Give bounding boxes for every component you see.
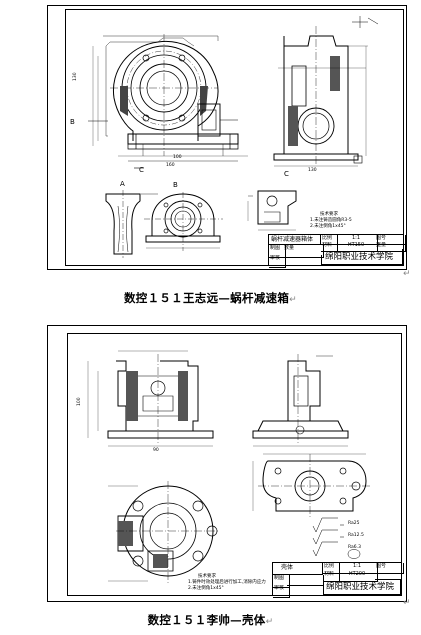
tech-notes-2: 技术要求 1.铸件时效处理后进行加工,消除内应力 2.未注倒角1x45°: [188, 574, 266, 592]
view-a: [105, 190, 141, 258]
svg-text:100: 100: [173, 154, 182, 160]
svg-text:90: 90: [153, 447, 159, 453]
drawing-sheet-1: 130 100 160 B C 130 A: [47, 5, 407, 270]
drawing-frame-2: [67, 333, 402, 596]
return-mark-1: ↵: [403, 269, 411, 279]
roughness-values-2: Ra25 Ra12.5 Ra6.3: [348, 521, 364, 550]
caption-1: 数控１５１王志远—蜗杆减速箱↵: [123, 291, 298, 305]
view-b-label: B: [173, 181, 178, 189]
section-label-b-left: B: [70, 118, 75, 126]
drawing-sheet-2: 90 100: [47, 325, 407, 602]
svg-text:100: 100: [76, 397, 82, 406]
tech-note-2-2: 2.未注倒角1x45°: [188, 586, 224, 591]
c-arrow-label: C: [139, 166, 144, 174]
school-name-1: 绵阳职业技术学院: [321, 249, 403, 265]
drawing-frame-1: [65, 9, 404, 266]
svg-text:130: 130: [308, 167, 317, 173]
tech-note-1-2: 2.未注倒角1x45°: [310, 224, 346, 229]
main-view-2: 90 100: [76, 350, 214, 453]
drawing-1-graphics: 130 100 160 B C 130 A: [70, 16, 379, 258]
svg-text:130: 130: [72, 72, 78, 81]
tech-notes-1: 技术要求 1.未注铸造圆角R3-5 2.未注倒角1x45°: [310, 212, 352, 230]
svg-text:160: 160: [166, 162, 175, 168]
tech-note-2-1: 1.铸件时效处理后进行加工,消除内应力: [188, 580, 266, 585]
title-block-2: 壳体 比例 1:1 图号 材料 HT200 制图 审核 绵阳职业技术学院: [272, 562, 404, 598]
view-c-label: C: [284, 170, 289, 178]
tech-note-1-1: 1.未注铸造圆角R3-5: [310, 218, 352, 223]
front-view-1: 130 100 160 B C: [70, 34, 248, 174]
part-name-2: 壳体: [273, 563, 323, 575]
plate-view-2: [252, 453, 370, 518]
tech-notes-title-1: 技术要求: [320, 212, 338, 217]
caption-2: 数控１５１李帅—壳体↵: [147, 613, 274, 627]
view-b: [141, 192, 223, 251]
view-a-label: A: [120, 180, 125, 188]
tech-notes-title-2: 技术要求: [198, 574, 216, 579]
drawing-2-graphics: 90 100: [76, 350, 370, 584]
side-view-1: 130: [273, 16, 379, 173]
title-block-1: 蜗杆减速器箱体 比例 1:1 图号 材料 HT150 重量 制图 数量 审核 绵…: [268, 234, 406, 268]
part-name-1: 蜗杆减速器箱体: [269, 235, 321, 245]
side-view-2: [252, 354, 349, 447]
flange-view-2: [108, 481, 220, 584]
caption-2-text: 数控１５１李帅—壳体: [147, 613, 266, 627]
view-c: [247, 190, 297, 231]
caption-1-text: 数控１５１王志远—蜗杆减速箱: [123, 291, 290, 305]
school-name-2: 绵阳职业技术学院: [323, 579, 401, 595]
return-mark-2: ↵: [403, 598, 411, 608]
roughness-symbols-2: [312, 517, 361, 559]
